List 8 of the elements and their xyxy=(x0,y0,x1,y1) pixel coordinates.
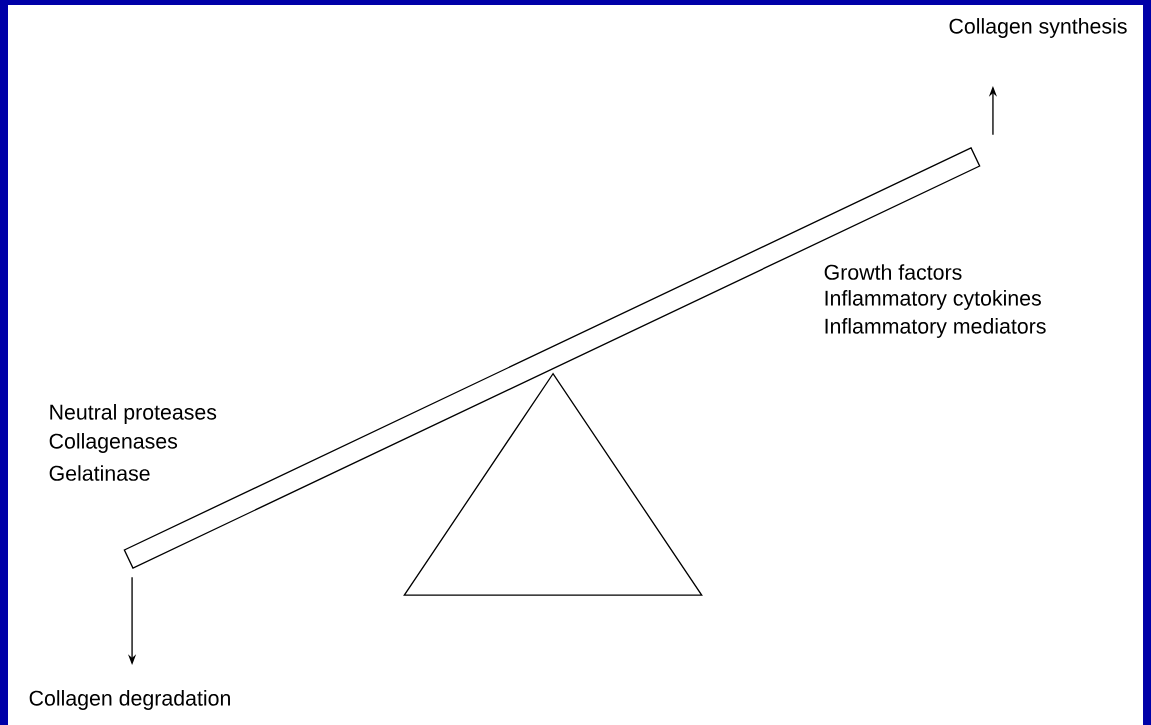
factor-label: Collagenases xyxy=(49,433,178,453)
factor-label: Inflammatory cytokines xyxy=(825,290,1041,310)
factor-label: Growth factors xyxy=(824,264,962,280)
factor-label: Neutral proteases xyxy=(50,404,217,424)
factor-label: Gelatinase xyxy=(49,465,150,481)
process-label: Collagen degradation xyxy=(29,690,230,710)
factor-label: Inflammatory mediators xyxy=(825,318,1046,338)
process-label: Collagen synthesis xyxy=(949,18,1127,38)
